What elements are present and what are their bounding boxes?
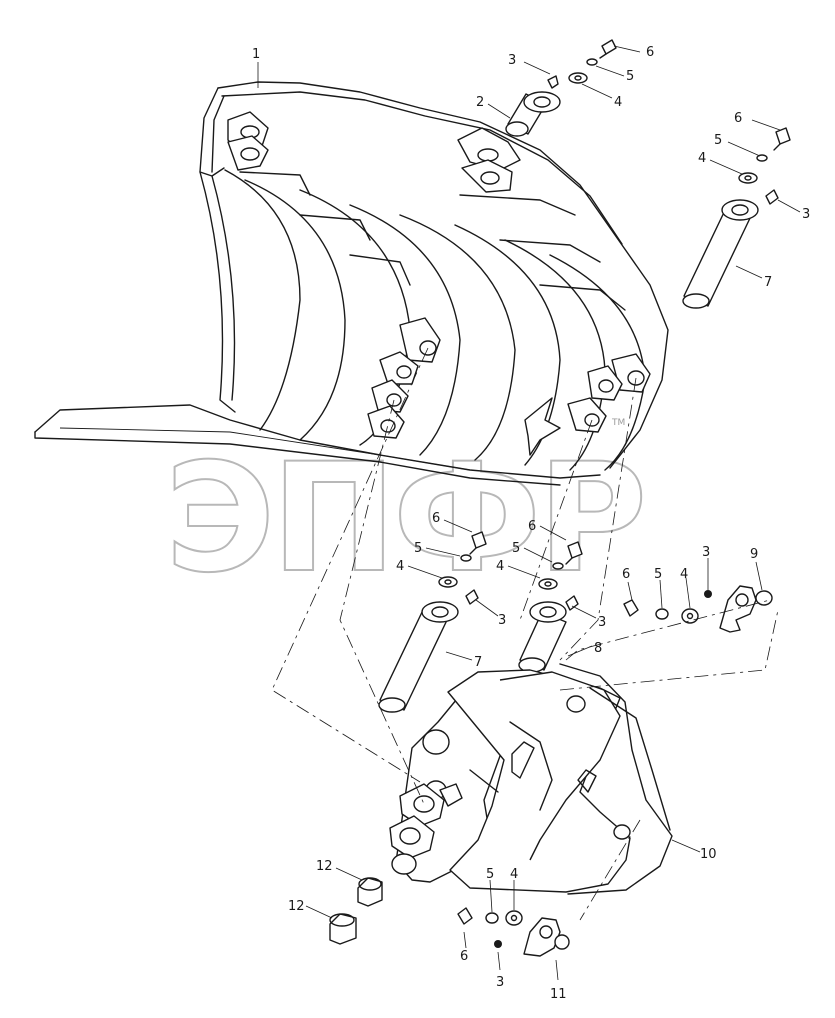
callout-2: 2	[476, 95, 484, 110]
alignment-lines	[271, 347, 779, 921]
callout-1: 1	[252, 47, 260, 62]
callout-3: 3	[702, 545, 710, 560]
bucket-part	[34, 81, 669, 486]
callout-3: 3	[496, 975, 504, 990]
callout-3: 3	[802, 207, 810, 222]
callout-4: 4	[496, 559, 504, 574]
callout-6: 6	[460, 949, 468, 964]
callout-labels: 1 2 3 4 5 6 6 5 4 3 7 6 5 4 3 6 5 4 3 8 …	[252, 45, 810, 1002]
pin-7-lower-group	[378, 531, 487, 713]
pin-8-group	[518, 541, 583, 673]
callout-5: 5	[714, 133, 722, 148]
callout-6: 6	[432, 511, 440, 526]
watermark-text: ЭПФР	[165, 432, 643, 606]
callout-5: 5	[654, 567, 662, 582]
watermark-trademark: TM	[611, 418, 625, 428]
callout-4: 4	[698, 151, 706, 166]
callout-3: 3	[498, 613, 506, 628]
callout-4: 4	[396, 559, 404, 574]
callout-12: 12	[316, 859, 333, 874]
callout-6: 6	[528, 519, 536, 534]
pin-2-group	[505, 39, 617, 137]
callout-3: 3	[508, 53, 516, 68]
callout-6: 6	[622, 567, 630, 582]
callout-7: 7	[474, 655, 482, 670]
callout-11: 11	[550, 987, 567, 1002]
callout-9: 9	[750, 547, 758, 562]
callout-3: 3	[598, 615, 606, 630]
callout-5: 5	[486, 867, 494, 882]
callout-5: 5	[626, 69, 634, 84]
callout-10: 10	[700, 847, 717, 862]
callout-4: 4	[614, 95, 622, 110]
callout-6: 6	[646, 45, 654, 60]
pin-11-group	[457, 907, 570, 957]
bushing-12-group	[329, 877, 383, 945]
callout-7: 7	[764, 275, 772, 290]
callout-4: 4	[680, 567, 688, 582]
callout-5: 5	[414, 541, 422, 556]
pin-9-group	[623, 585, 773, 633]
callout-6: 6	[734, 111, 742, 126]
leader-lines	[257, 45, 801, 981]
watermark: ЭПФР TM	[164, 418, 648, 607]
callout-8: 8	[594, 641, 602, 656]
callout-4: 4	[510, 867, 518, 882]
callout-12: 12	[288, 899, 305, 914]
bracket-part	[389, 663, 673, 895]
pin-7-upper-group	[682, 127, 791, 309]
callout-5: 5	[512, 541, 520, 556]
